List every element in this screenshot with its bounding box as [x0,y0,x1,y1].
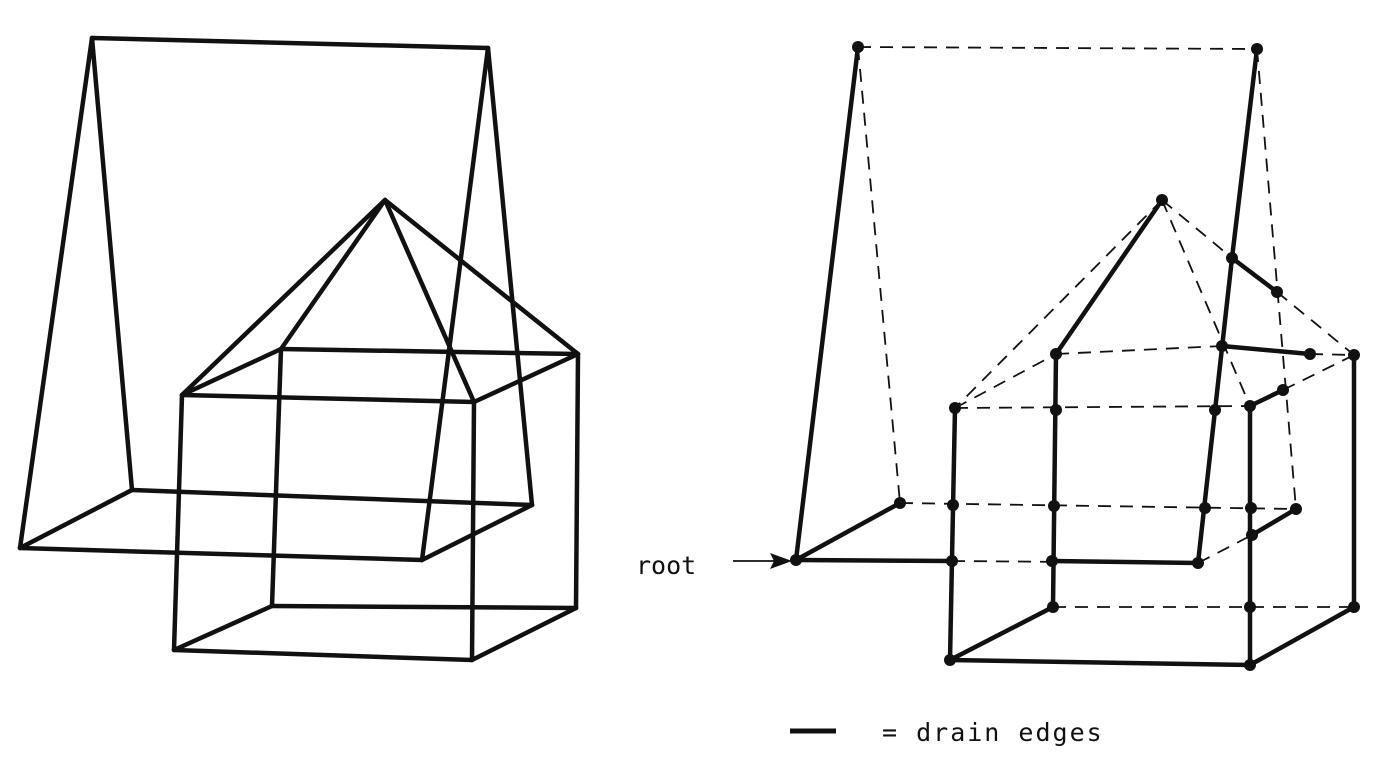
right-drain-edges [793,44,1357,668]
legend-text: = drain edges [882,718,1104,747]
root-label: root [636,551,696,580]
legend: = drain edges [790,718,1104,747]
root-arrow [733,553,792,569]
right-dashed-edges [857,46,1355,608]
right-vertices [790,41,1360,671]
left-wireframe [17,35,581,663]
